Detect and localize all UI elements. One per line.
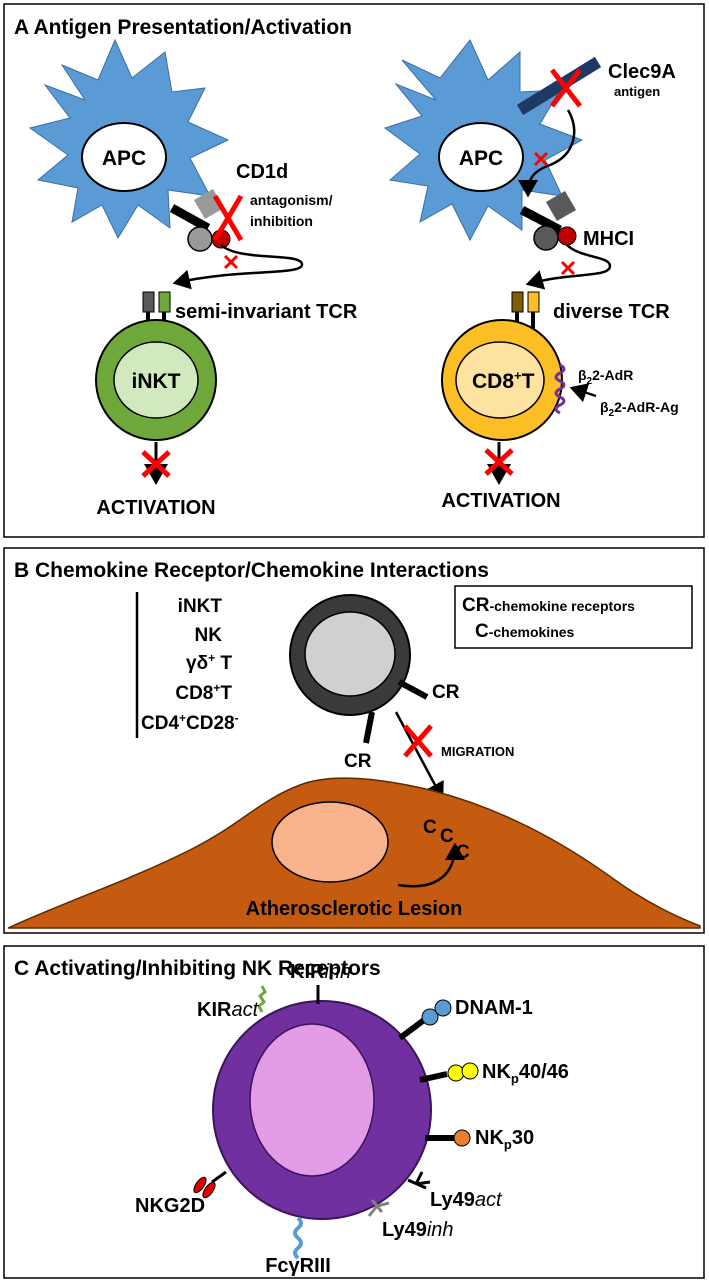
kir-act-label: KIRact (197, 999, 260, 1021)
tcr-left-label: semi-invariant TCR (175, 301, 358, 323)
fcgriii-label: FcγRIII (265, 1255, 331, 1277)
block-x-right (560, 260, 576, 276)
nkg2d-domain-1 (202, 1181, 216, 1199)
cell-type-inkt: iNKT (178, 596, 223, 617)
clec9a-antigen-label: antigen (614, 84, 660, 99)
chemokine-arrow (397, 842, 465, 888)
cd1d-circle (187, 226, 213, 252)
panel-a: A Antigen Presentation/Activation APC CD… (3, 3, 705, 538)
mhc-stalk (519, 206, 563, 234)
peptide-antigen (557, 226, 577, 246)
ly49inh-receptor (367, 1199, 390, 1217)
mhc-domain (545, 190, 577, 222)
migration-arrow (394, 711, 444, 801)
activation-right-label: ACTIVATION (441, 490, 560, 512)
cd1d-stalk (169, 204, 211, 232)
antagonism-label: antagonism/ (250, 192, 333, 208)
inkt-nucleus (113, 341, 199, 419)
dnam1-label: DNAM-1 (455, 997, 533, 1019)
nkp30-label: NKp30 (475, 1127, 534, 1152)
panel-b: B Chemokine Receptor/Chemokine Interacti… (3, 547, 705, 934)
kir-inh-label: KIRinh (290, 961, 351, 983)
b2-adr-receptor (554, 363, 566, 415)
activation-x-left (141, 450, 171, 478)
ly49act-receptor (407, 1171, 431, 1190)
cr-label-bottom: CR (344, 751, 372, 772)
nkp4046-stalk (419, 1071, 448, 1083)
dnam1-domain-2 (434, 999, 452, 1017)
cd1d-label: CD1d (236, 161, 288, 183)
block-x-clec (533, 151, 549, 167)
cell-type-nk: NK (195, 625, 223, 646)
tcr-right-label: diverse TCR (553, 301, 670, 323)
antagonism-x (212, 194, 244, 242)
ly49act-label: Ly49act (430, 1189, 503, 1211)
chemokine-c3: C (456, 842, 470, 863)
panel-c: C Activating/Inhibiting NK Receptors KIR… (3, 945, 705, 1279)
nk-nucleus (249, 1023, 375, 1177)
inhibition-label: inhibition (250, 213, 313, 229)
antigen-path-right (525, 244, 612, 290)
inkt-label: iNKT (132, 370, 181, 393)
legend-c: C-chemokines (475, 621, 575, 642)
nkp4046-domain-2 (461, 1062, 479, 1080)
chemokine-receptor-right (397, 679, 429, 700)
cell-type-gdt: γδ+ T (186, 651, 232, 674)
apc-right-label: APC (459, 147, 503, 170)
kir-act-receptor (257, 985, 267, 1013)
nkp30-domain (453, 1129, 471, 1147)
chemokine-receptor-bottom (363, 711, 375, 744)
cell-type-cd8t: CD8+T (175, 681, 232, 704)
apc-left-nucleus (81, 122, 167, 192)
activation-left-label: ACTIVATION (96, 497, 215, 519)
cr-label-right: CR (432, 682, 460, 703)
chemokine-c1: C (423, 817, 437, 838)
legend-cr: CR-chemokine receptors (462, 595, 635, 616)
migration-label: MIGRATION (441, 744, 514, 759)
apc-right-nucleus (438, 122, 524, 192)
b2-adr-label: β22-AdR (578, 367, 633, 387)
tcr-left-b (158, 291, 171, 313)
clec9a-receptor (516, 56, 602, 116)
fcgriii-receptor (293, 1216, 303, 1260)
lesion-nucleus (271, 801, 389, 883)
antigen-path-left (172, 243, 304, 290)
cd8-nucleus (455, 341, 545, 419)
panel-c-title: C Activating/Inhibiting NK Receptors (14, 957, 381, 980)
dnam1-domain-1 (421, 1008, 439, 1026)
lesion-label: Atherosclerotic Lesion (246, 898, 463, 920)
nkg2d-label: NKG2D (135, 1195, 205, 1217)
mhc-label: MHCI (583, 228, 634, 250)
mhc-circle (533, 225, 559, 251)
clec9a-label: Clec9A (608, 61, 676, 83)
panel-b-title: B Chemokine Receptor/Chemokine Interacti… (14, 559, 489, 582)
clec9a-x (550, 68, 582, 108)
apc-left-label: APC (102, 147, 146, 170)
dnam1-stalk (398, 1017, 426, 1041)
cell-type-cd4cd28: CD4+CD28- (141, 711, 239, 734)
nkg2d-domain-2 (193, 1176, 207, 1194)
nkp4046-label: NKp40/46 (482, 1061, 569, 1086)
block-x-left (223, 254, 239, 270)
panel-a-title: A Antigen Presentation/Activation (14, 16, 352, 39)
tcr-right-b (527, 291, 540, 313)
activation-x-right (484, 448, 514, 476)
ly49inh-label: Ly49inh (382, 1219, 454, 1241)
tcr-left-a (142, 291, 155, 313)
cd8-cell-label: CD8+T (472, 368, 535, 393)
migration-x (403, 724, 433, 758)
nkg2d-stalk (211, 1170, 227, 1184)
tcr-right-a (511, 291, 524, 313)
legend-box (454, 585, 693, 649)
nkp4046-domain-1 (447, 1064, 465, 1082)
b2-adr-ag-arrow (569, 383, 597, 403)
b2-adr-ag-label: β22-AdR-Ag (600, 399, 679, 419)
clec9a-path (518, 109, 576, 198)
migrating-cell-nucleus (304, 611, 396, 697)
chemokine-c2: C (440, 826, 454, 847)
